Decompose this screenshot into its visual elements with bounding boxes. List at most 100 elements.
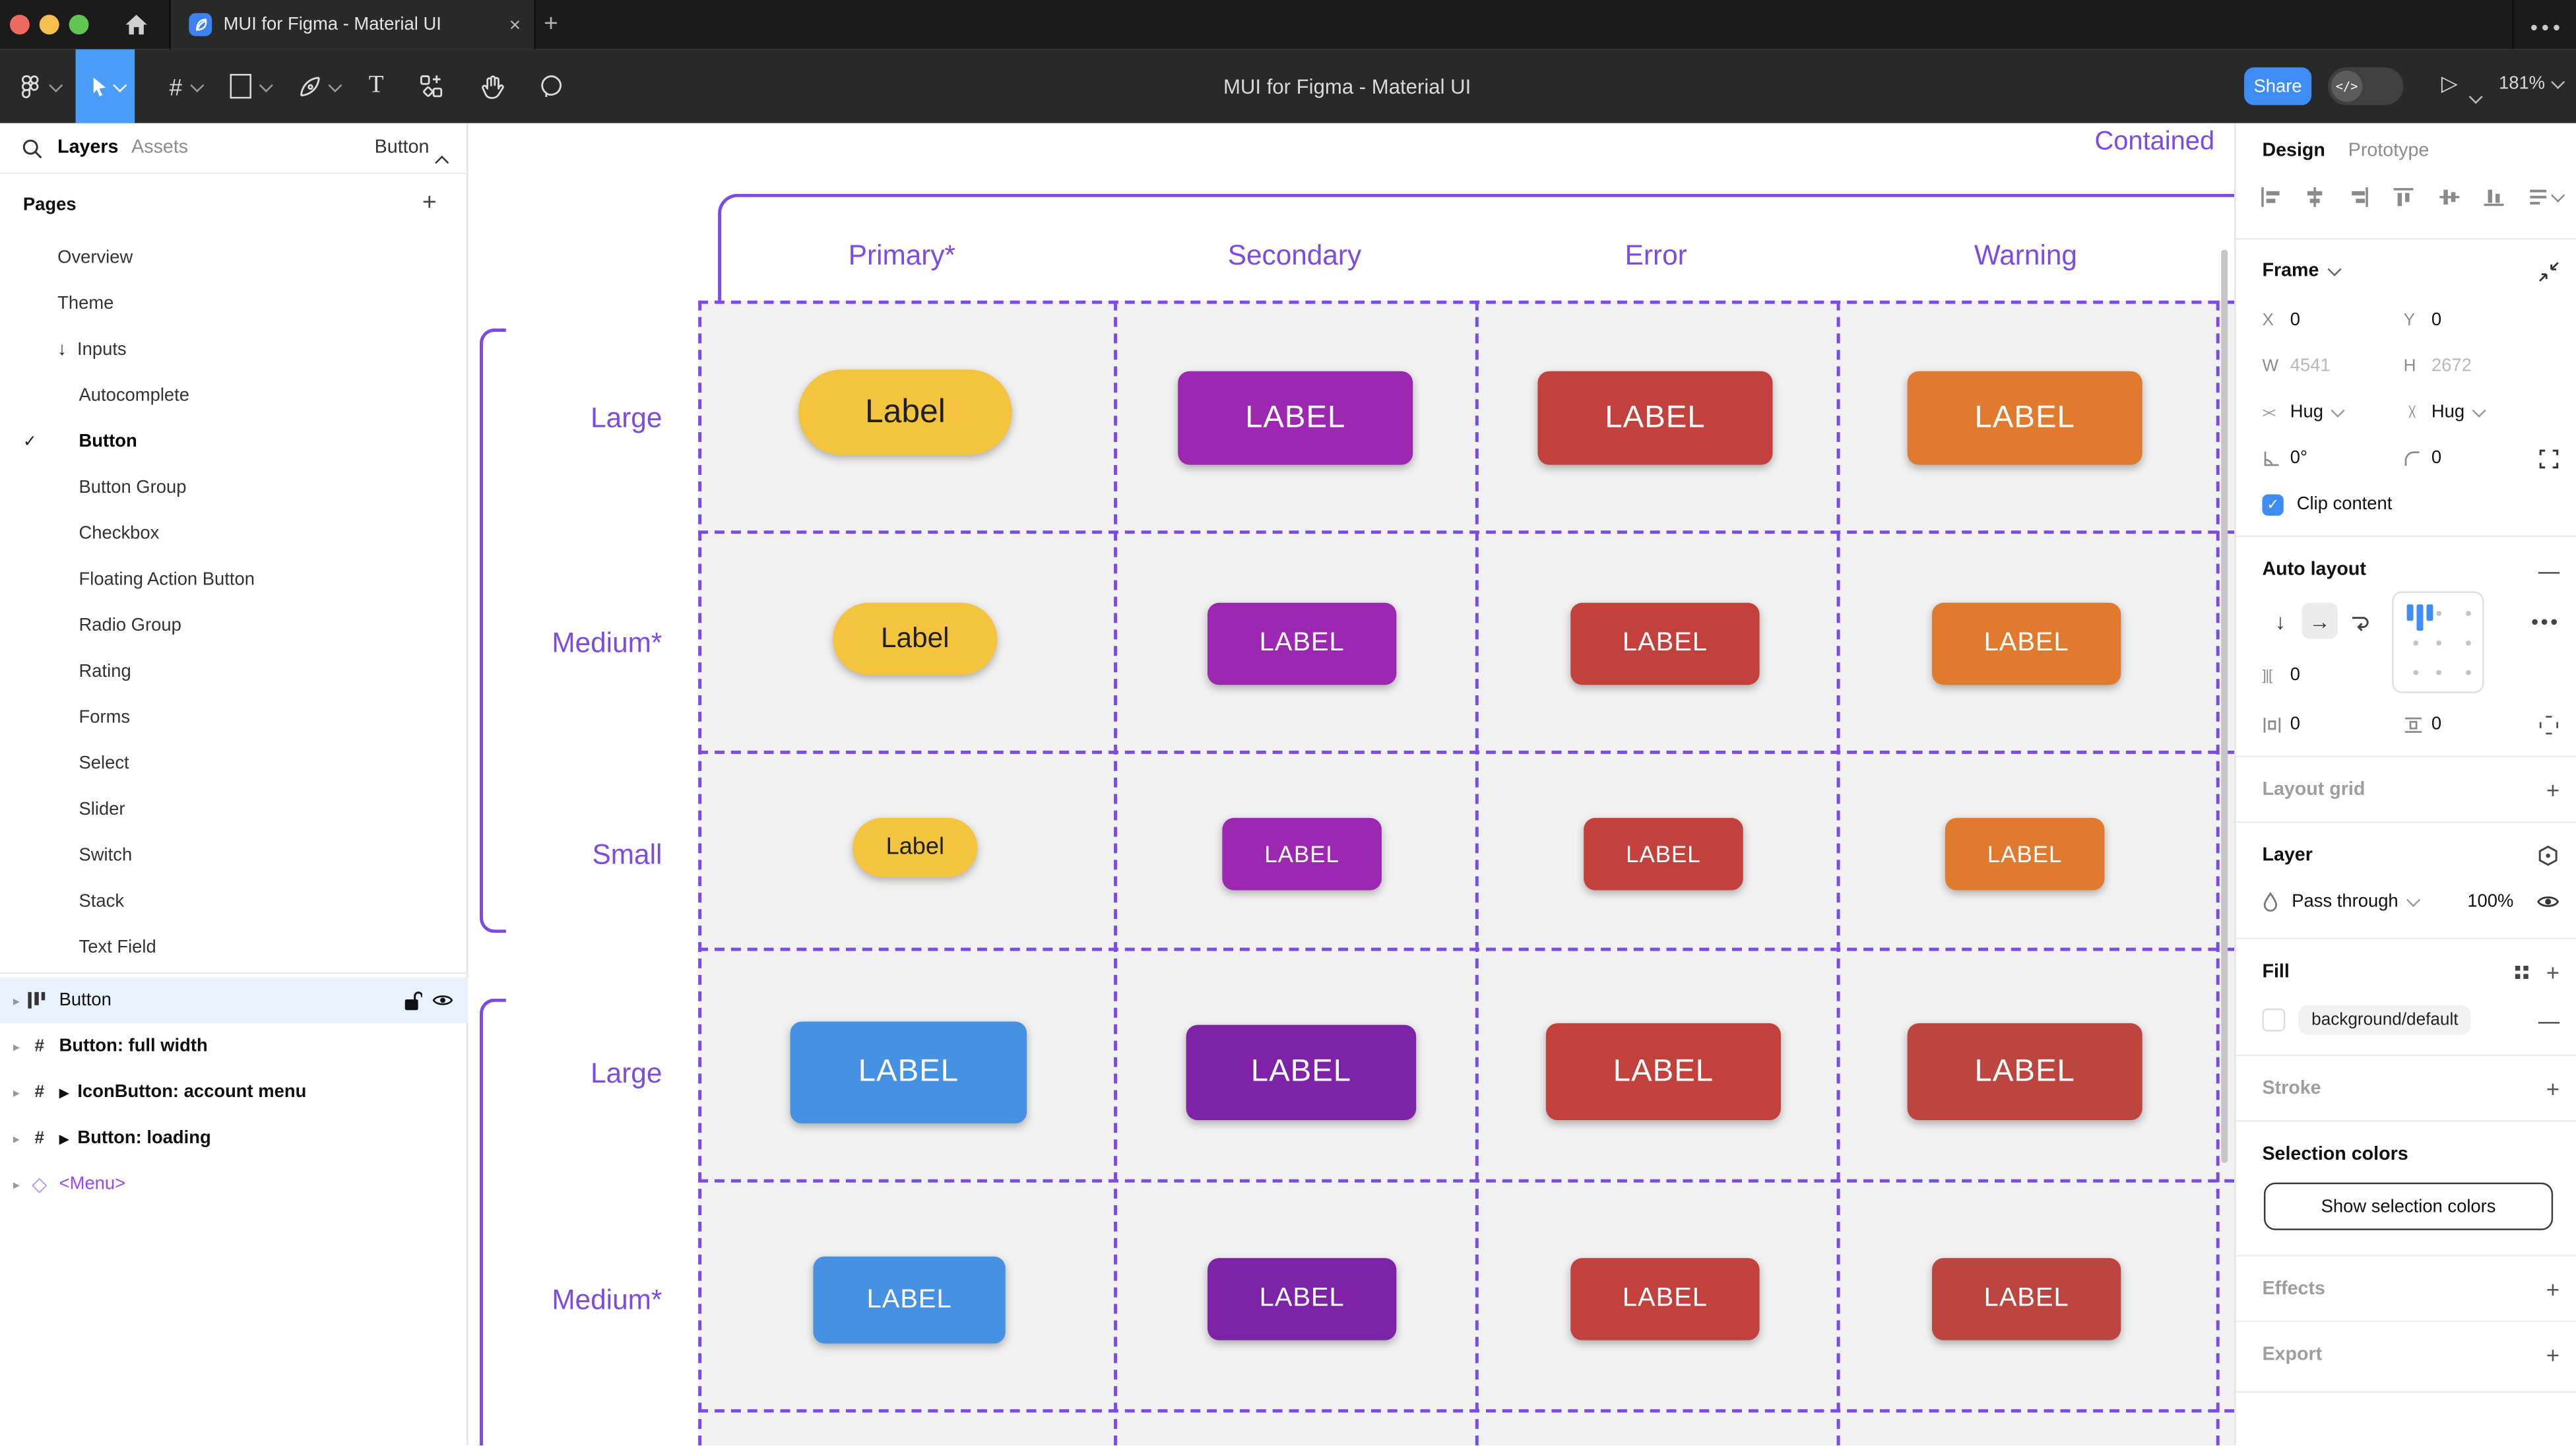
independent-corners-icon[interactable] (2538, 447, 2560, 468)
page-item-inputs[interactable]: ↓Inputs (57, 340, 127, 360)
page-item-fab[interactable]: Floating Action Button (79, 569, 255, 590)
canvas[interactable]: Contained Primary* Secondary Error Warni… (468, 123, 2235, 1446)
button-secondary-large-2[interactable]: LABEL (1186, 1024, 1417, 1121)
button-secondary-medium[interactable]: LABEL (1208, 602, 1397, 685)
search-icon[interactable] (21, 138, 42, 159)
add-effect-button[interactable]: + (2546, 1276, 2560, 1303)
eye-icon[interactable] (432, 992, 453, 1009)
align-top-icon[interactable] (2393, 185, 2416, 208)
page-item-select[interactable]: Select (79, 753, 129, 774)
page-item-rating[interactable]: Rating (79, 662, 131, 682)
button-secondary-large[interactable]: LABEL (1178, 371, 1413, 465)
align-bottom-icon[interactable] (2482, 185, 2505, 208)
button-warning-small[interactable]: LABEL (1945, 817, 2105, 891)
canvas-scrollbar[interactable] (2221, 249, 2228, 1163)
shape-tool-button[interactable] (220, 49, 280, 123)
button-error-large-2[interactable]: LABEL (1545, 1023, 1781, 1121)
clip-content-row[interactable]: ✓ Clip content (2262, 489, 2560, 519)
page-item-slider[interactable]: Slider (79, 800, 125, 820)
chevron-right-icon[interactable]: ▸ (13, 1038, 20, 1054)
layer-row-button-full-width[interactable]: ▸ # Button: full width (13, 1036, 208, 1056)
layer-row-menu-instance[interactable]: ▸ ◇ <Menu> (13, 1172, 126, 1196)
auto-layout-right-button[interactable]: → (2302, 602, 2338, 639)
present-chevron-icon[interactable] (2468, 82, 2483, 111)
page-item-overview[interactable]: Overview (57, 247, 133, 268)
remove-auto-layout-button[interactable]: — (2538, 557, 2560, 582)
chevron-right-icon[interactable]: ▸ (13, 993, 20, 1008)
auto-layout-wrap-button[interactable] (2341, 603, 2377, 639)
page-item-autocomplete[interactable]: Autocomplete (79, 386, 189, 406)
present-button[interactable]: ▷ (2441, 71, 2458, 96)
remove-fill-button[interactable]: — (2538, 1007, 2560, 1032)
home-icon[interactable] (123, 11, 150, 38)
button-error-medium[interactable]: LABEL (1570, 602, 1760, 685)
page-selector[interactable]: Button (374, 138, 430, 158)
layer-row-iconbutton-account-menu[interactable]: ▸ # ▶ IconButton: account menu (0, 1069, 468, 1116)
button-primary-small[interactable]: Label (853, 817, 978, 877)
chevron-right-icon[interactable]: ▸ (13, 1084, 20, 1100)
zoom-menu[interactable]: 181% (2499, 74, 2565, 94)
horizontal-padding-field[interactable]: 0 (2262, 714, 2397, 734)
opacity-value[interactable]: 100% (2467, 891, 2514, 912)
window-minimize-button[interactable] (39, 15, 59, 35)
fill-color-swatch[interactable] (2262, 1008, 2286, 1032)
button-warning-medium-2[interactable]: LABEL (1932, 1258, 2121, 1340)
align-left-icon[interactable] (2259, 185, 2282, 208)
overflow-menu-icon[interactable]: ●●● (2530, 19, 2564, 35)
rotation-field[interactable]: 0° (2262, 449, 2397, 468)
page-item-text-field[interactable]: Text Field (79, 937, 156, 958)
tab-assets[interactable]: Assets (131, 138, 189, 158)
main-menu-button[interactable] (13, 49, 66, 123)
button-primary-medium[interactable]: Label (833, 602, 998, 676)
page-item-theme[interactable]: Theme (57, 294, 114, 314)
blend-mode-icon[interactable] (2536, 844, 2560, 867)
comment-tool-button[interactable] (526, 49, 575, 123)
page-item-button-selected[interactable]: ✓Button (22, 431, 137, 452)
independent-padding-icon[interactable] (2538, 714, 2560, 735)
auto-layout-down-button[interactable]: ↓ (2274, 608, 2286, 633)
page-item-button-group[interactable]: Button Group (79, 478, 187, 498)
corner-radius-field[interactable]: 0 (2404, 449, 2538, 468)
layer-row-button-loading[interactable]: ▸ # ▶ Button: loading (0, 1116, 468, 1162)
horizontal-sizing-dropdown[interactable]: ><Hug (2262, 402, 2397, 422)
new-tab-button[interactable]: + (544, 9, 558, 38)
collapse-icon[interactable] (2538, 261, 2560, 282)
blend-mode-dropdown[interactable]: Pass through (2292, 891, 2399, 912)
tab-design[interactable]: Design (2262, 141, 2325, 162)
page-item-radio-group[interactable]: Radio Group (79, 615, 181, 636)
share-button[interactable]: Share (2244, 67, 2312, 106)
chevron-right-icon[interactable]: ▸ (13, 1176, 20, 1192)
resources-tool-button[interactable] (407, 49, 453, 123)
tab-prototype[interactable]: Prototype (2348, 141, 2430, 162)
auto-layout-alignment-grid[interactable] (2392, 591, 2484, 693)
hand-tool-button[interactable] (467, 49, 516, 123)
button-primary-large-2[interactable]: LABEL (790, 1021, 1027, 1124)
add-layout-grid-button[interactable]: + (2546, 776, 2560, 803)
frame-name-label[interactable]: Contained (2094, 128, 2215, 156)
browser-tab[interactable]: MUI for Figma - Material UI × (169, 0, 536, 49)
button-secondary-medium-2[interactable]: LABEL (1208, 1258, 1397, 1340)
button-warning-large[interactable]: LABEL (1907, 371, 2142, 465)
distribute-menu-icon[interactable] (2527, 185, 2565, 208)
move-tool-button[interactable] (75, 49, 135, 123)
align-vertical-center-icon[interactable] (2437, 185, 2461, 208)
window-close-button[interactable] (9, 15, 30, 35)
frame-section-title[interactable]: Frame (2262, 261, 2319, 281)
page-selector-chevron-icon[interactable] (435, 143, 449, 173)
auto-layout-more-icon[interactable]: ●●● (2530, 613, 2560, 629)
button-primary-large[interactable]: Label (798, 369, 1012, 455)
align-right-icon[interactable] (2348, 185, 2371, 208)
frame-tool-button[interactable]: # (158, 49, 214, 123)
tab-layers[interactable]: Layers (57, 138, 119, 158)
gap-field[interactable]: ]|[0 (2262, 665, 2301, 685)
tab-close-icon[interactable]: × (509, 13, 521, 36)
text-tool-button[interactable]: T (358, 49, 395, 123)
clip-content-checkbox[interactable]: ✓ (2262, 493, 2284, 515)
add-fill-button[interactable]: + (2546, 959, 2560, 986)
page-item-switch[interactable]: Switch (79, 846, 133, 866)
layer-visibility-icon[interactable] (2536, 893, 2560, 910)
